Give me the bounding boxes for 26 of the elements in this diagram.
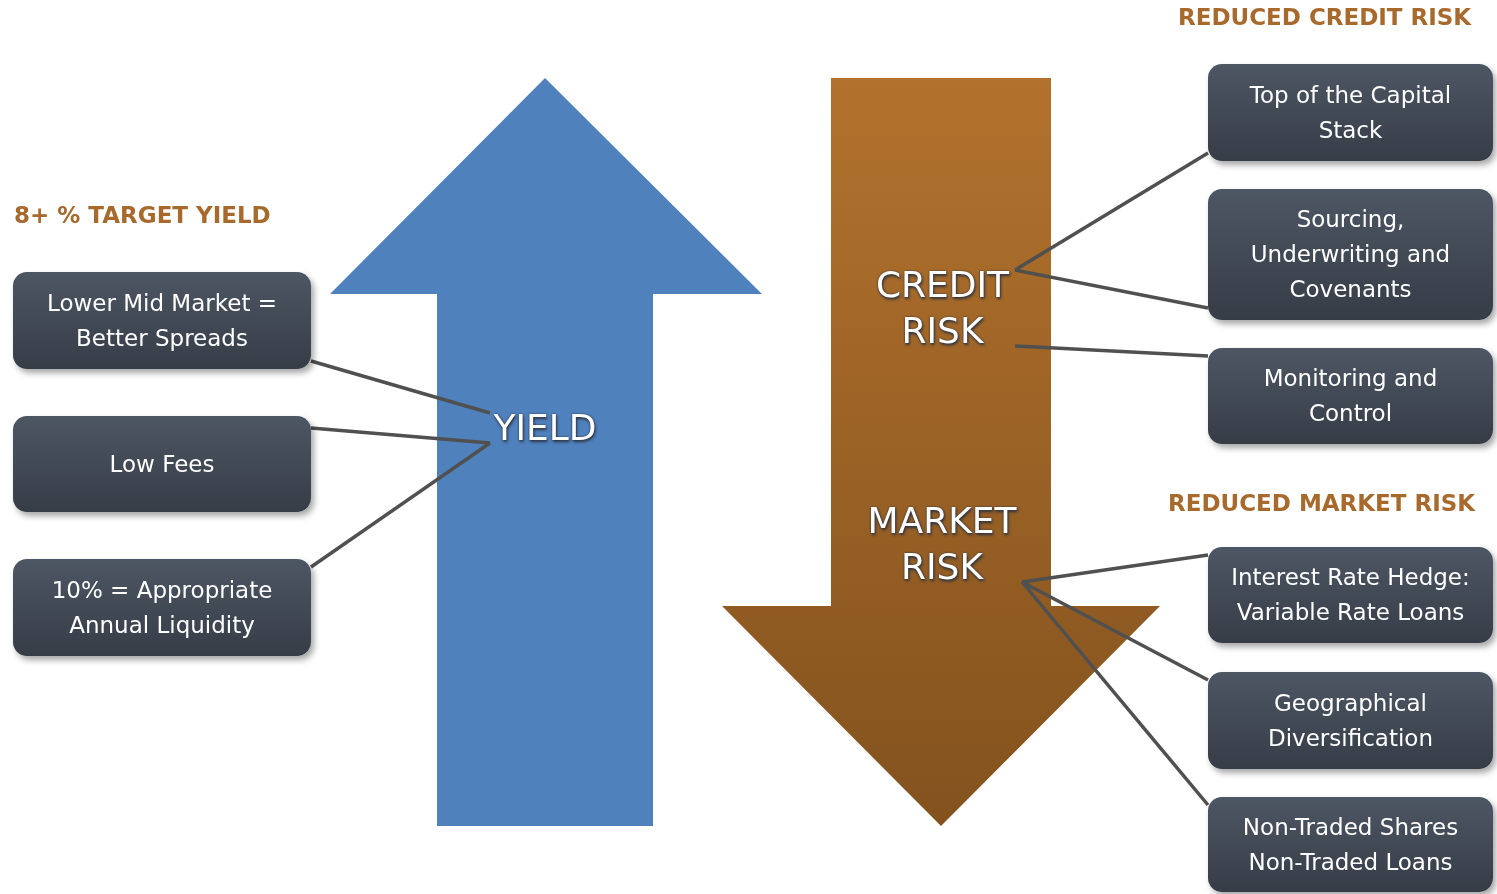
info-card: 10% = Appropriate Annual Liquidity xyxy=(13,559,311,656)
connector-line xyxy=(1020,580,1210,807)
arrow-label: CREDIT RISK xyxy=(870,262,1015,354)
connector-line xyxy=(310,426,491,445)
info-card: Low Fees xyxy=(13,416,311,512)
info-card: Interest Rate Hedge: Variable Rate Loans xyxy=(1208,547,1493,643)
arrow-label: YIELD xyxy=(490,405,600,451)
section-heading: 8+ % TARGET YIELD xyxy=(14,202,271,228)
section-heading: REDUCED CREDIT RISK xyxy=(1178,4,1472,30)
info-card: Lower Mid Market = Better Spreads xyxy=(13,272,311,369)
connector-line xyxy=(310,441,491,569)
info-card: Sourcing, Underwriting and Covenants xyxy=(1208,189,1493,320)
up-arrow-shape xyxy=(330,78,762,826)
connector-line xyxy=(1021,580,1209,682)
connector-line xyxy=(310,359,491,415)
down-arrow-shape xyxy=(722,78,1160,826)
info-card: Top of the Capital Stack xyxy=(1208,64,1493,161)
arrow-label: MARKET RISK xyxy=(862,498,1022,590)
connector-line xyxy=(1014,151,1209,272)
section-heading: REDUCED MARKET RISK xyxy=(1168,490,1476,516)
connector-line xyxy=(1021,553,1209,584)
info-card: Non-Traded Shares Non-Traded Loans xyxy=(1208,797,1493,892)
info-card: Monitoring and Control xyxy=(1208,348,1493,444)
info-card: Geographical Diversification xyxy=(1208,672,1493,769)
connector-line xyxy=(1014,268,1209,310)
connector-line xyxy=(1014,344,1209,358)
